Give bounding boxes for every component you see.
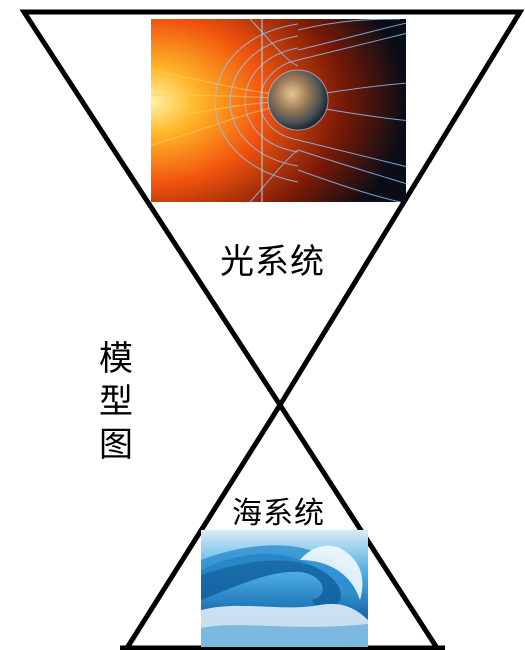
earth <box>268 70 328 130</box>
upper-triangle-outline <box>19 9 525 410</box>
ocean-wave-image <box>201 530 368 647</box>
sun-earth-magnetosphere-image <box>151 19 406 202</box>
model-diagram-caption: 模型图 <box>99 339 133 465</box>
lower-triangle-right-edge <box>277 403 440 650</box>
lower-triangle-left-edge <box>124 403 283 650</box>
bottom-system-label: 海系统 <box>232 496 325 531</box>
top-system-label: 光系统 <box>220 242 325 282</box>
